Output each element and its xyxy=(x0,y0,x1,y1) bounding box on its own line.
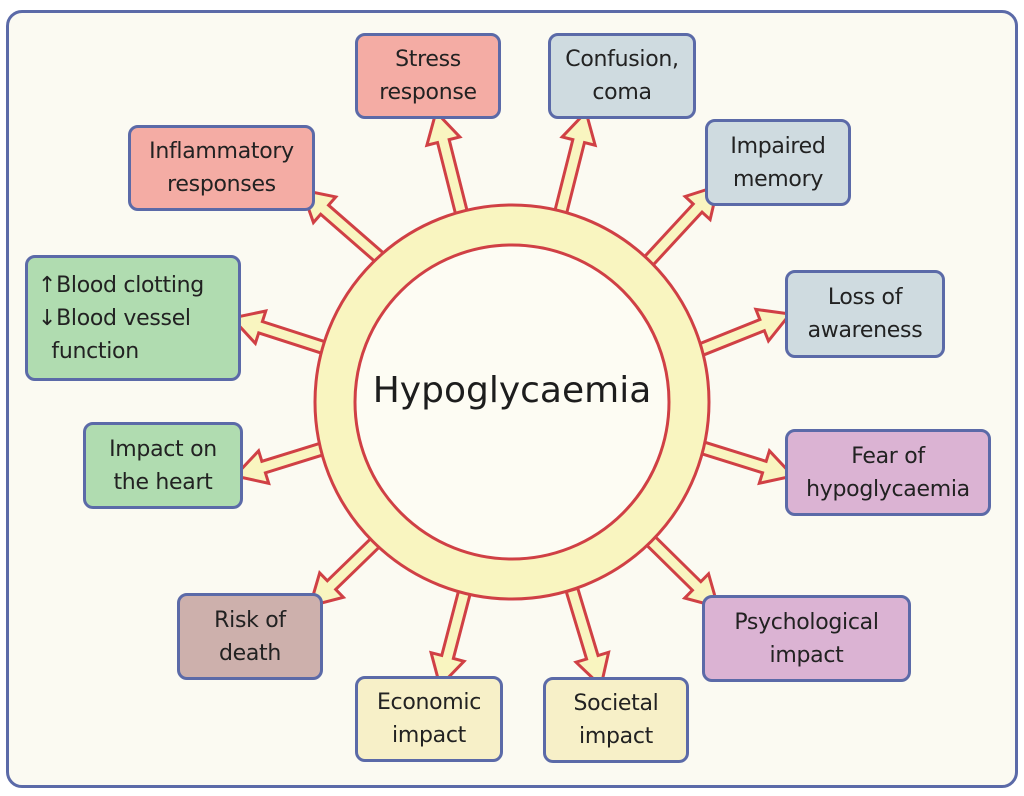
arrow-to-psych xyxy=(643,533,721,610)
arrow-to-death xyxy=(307,531,387,609)
effect-label-line: Confusion, xyxy=(565,47,679,72)
arrow-to-blood xyxy=(229,309,329,356)
effect-label-line: Economic xyxy=(376,690,482,715)
effect-label-line: Stress xyxy=(395,47,461,72)
effect-label-line: the heart xyxy=(113,469,213,495)
effect-box-death: Risk of death xyxy=(177,593,323,680)
effect-box-inflam: Inflammatory responses xyxy=(128,125,315,211)
effect-label-line: function xyxy=(38,338,139,364)
center-label: Hypoglycaemia xyxy=(372,370,652,411)
effect-label-line: ↓Blood vessel xyxy=(38,305,191,331)
effect-box-blood: ↑Blood clotting ↓Blood vessel function xyxy=(25,255,241,381)
arrow-to-economic xyxy=(428,586,473,689)
arrow-to-confusion xyxy=(552,109,598,219)
effect-box-memory: Impaired memory xyxy=(705,119,851,206)
effect-label-line: responses xyxy=(167,172,276,197)
effect-label-line: response xyxy=(379,80,477,105)
effect-box-psych: Psychological impact xyxy=(702,595,911,682)
effect-label-line: Inflammatory xyxy=(149,139,294,164)
effect-label-line: Risk of xyxy=(214,607,286,633)
effect-label-line: Societal xyxy=(573,691,659,716)
effect-box-awareness: Loss of awareness xyxy=(785,270,945,358)
arrow-to-heart xyxy=(232,440,329,486)
arrow-to-stress xyxy=(424,109,470,219)
effect-label-line: impact xyxy=(392,723,466,748)
arrow-to-societal xyxy=(564,586,611,689)
effect-label-line: memory xyxy=(732,166,824,192)
effect-label-line: coma xyxy=(592,80,652,105)
effect-label-line: ↑Blood clotting xyxy=(38,272,204,298)
effect-box-confusion: Confusion, coma xyxy=(548,33,696,119)
effect-label-line: awareness xyxy=(807,318,923,343)
effect-label-line: Loss of xyxy=(827,285,903,310)
effect-box-stress: Stress response xyxy=(355,33,501,119)
arrow-to-awareness xyxy=(695,307,793,358)
effect-label-line: impact xyxy=(579,724,653,749)
arrow-to-fear xyxy=(696,439,796,486)
effect-label-line: hypoglycaemia xyxy=(806,476,970,502)
effect-box-heart: Impact on the heart xyxy=(83,422,243,509)
effect-label-line: Fear of xyxy=(851,443,925,469)
arrow-to-memory xyxy=(638,183,721,272)
effect-box-fear: Fear of hypoglycaemia xyxy=(785,429,991,516)
inner-circle xyxy=(353,243,671,561)
effect-label-line: death xyxy=(218,640,282,666)
effect-label-line: Impaired xyxy=(730,133,826,159)
effect-label-line: impact xyxy=(769,642,844,668)
effect-box-societal: Societal impact xyxy=(543,677,689,763)
effect-label-line: Impact on xyxy=(109,436,217,462)
effect-box-economic: Economic impact xyxy=(355,676,503,762)
effect-label-line: Psychological xyxy=(734,609,879,635)
